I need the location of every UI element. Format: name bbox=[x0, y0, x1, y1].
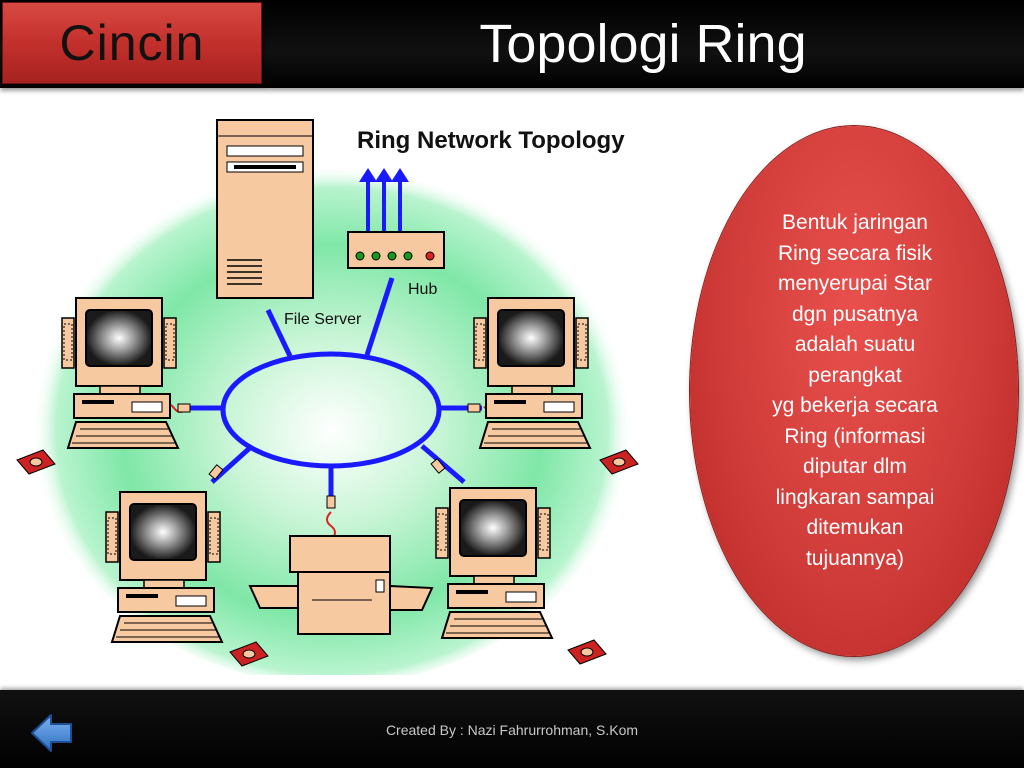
description-line: adalah suatu bbox=[794, 333, 916, 356]
hub bbox=[347, 168, 445, 269]
footer-credit: Created By : Nazi Fahrurrohman, S.Kom bbox=[385, 722, 639, 738]
section-label: Cincin bbox=[59, 15, 205, 71]
file-server-label: File Server bbox=[284, 311, 362, 328]
description-line: Bentuk jaringan bbox=[782, 211, 928, 234]
header-bar: Cincin Topologi Ring bbox=[0, 0, 1024, 88]
printer bbox=[248, 535, 434, 635]
file-server bbox=[216, 119, 314, 299]
section-label-box: Cincin bbox=[2, 2, 262, 84]
description-line: diputar dlm bbox=[803, 455, 907, 478]
diagram-title: Ring Network Topology bbox=[357, 127, 625, 154]
description-line: dgn pusatnya bbox=[791, 302, 919, 326]
description-line: menyerupai Star bbox=[777, 272, 933, 295]
description-line: lingkaran sampai bbox=[775, 485, 935, 509]
description-line: yg bekerja secara bbox=[772, 394, 938, 417]
back-button[interactable] bbox=[30, 712, 74, 754]
description-text: Bentuk jaringan Ring secara fisik menyer… bbox=[740, 208, 970, 574]
hub-label: Hub bbox=[408, 281, 437, 298]
description-line: Ring (informasi bbox=[784, 424, 926, 448]
back-arrow-icon bbox=[31, 714, 72, 752]
ring-topology-diagram: Ring Network Topology File Server bbox=[16, 119, 639, 675]
description-callout bbox=[690, 126, 1018, 656]
description-line: tujuannya) bbox=[805, 546, 905, 570]
description-line: perangkat bbox=[808, 363, 902, 387]
slide-title: Topologi Ring bbox=[479, 14, 807, 74]
description-line: Ring secara fisik bbox=[777, 241, 933, 265]
description-line: ditemukan bbox=[806, 516, 904, 539]
footer-bar bbox=[0, 690, 1024, 768]
